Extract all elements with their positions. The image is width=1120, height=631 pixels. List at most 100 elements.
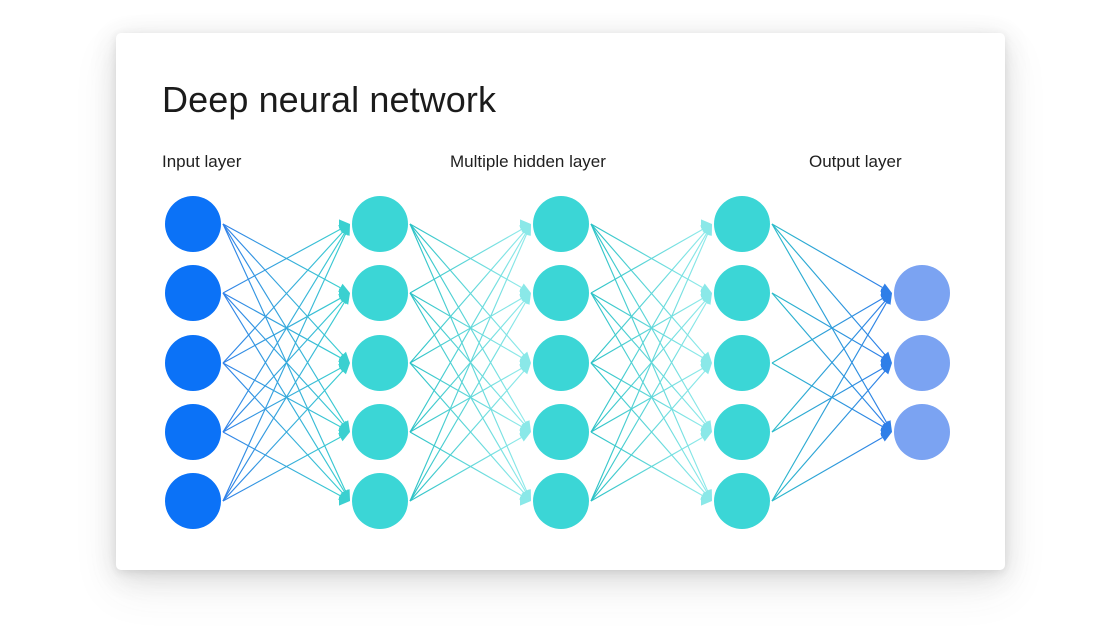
network-edge — [409, 302, 526, 502]
network-edge — [409, 370, 525, 502]
network-edge — [222, 370, 343, 502]
network-node-hidden-4 — [714, 404, 770, 460]
edge-arrowhead-icon — [339, 363, 350, 375]
network-node-hidden-5 — [714, 473, 770, 529]
network-edge — [409, 298, 522, 364]
layer-label-hidden: Multiple hidden layer — [450, 152, 606, 171]
network-edge — [409, 233, 526, 433]
network-edge — [409, 367, 522, 433]
edge-arrowhead-icon — [341, 224, 350, 236]
edge-arrowhead-icon — [700, 432, 712, 442]
network-node-hidden-1 — [352, 196, 408, 252]
network-edge — [590, 362, 703, 428]
network-node-input-3 — [165, 335, 221, 391]
network-edge — [222, 431, 341, 497]
network-edge — [222, 223, 341, 289]
network-node-hidden-3 — [533, 335, 589, 391]
network-edge — [590, 233, 707, 433]
network-edge — [409, 223, 525, 356]
edge-arrowhead-icon — [338, 432, 350, 442]
network-edge — [771, 223, 883, 289]
network-edge — [590, 228, 703, 294]
network-edge — [590, 233, 709, 502]
network-edge — [409, 292, 526, 492]
network-edge — [409, 292, 525, 425]
network-edge — [771, 292, 883, 358]
network-node-output-1 — [894, 265, 950, 321]
network-edge — [771, 298, 883, 364]
network-node-hidden-3 — [352, 335, 408, 391]
network-node-input-5 — [165, 473, 221, 529]
network-edge — [222, 231, 344, 364]
network-edge — [222, 223, 345, 423]
network-node-hidden-4 — [352, 404, 408, 460]
edge-arrowhead-icon — [520, 496, 531, 506]
network-edge — [222, 297, 341, 364]
network-edge — [409, 223, 526, 423]
network-edge — [590, 431, 703, 497]
network-edge — [590, 223, 706, 356]
network-edge — [590, 223, 707, 423]
network-edge — [409, 431, 522, 497]
network-edge — [409, 436, 522, 502]
network-edge — [222, 367, 341, 433]
network-node-hidden-1 — [714, 196, 770, 252]
network-edge — [222, 302, 345, 502]
edge-arrowhead-icon — [340, 293, 350, 305]
network-edge — [222, 228, 341, 294]
network-edge — [409, 223, 522, 289]
network-edge — [409, 292, 522, 358]
network-edge — [222, 362, 341, 428]
edges-group — [222, 219, 892, 506]
edge-arrowhead-icon — [520, 363, 531, 375]
nodes-group — [165, 196, 950, 529]
network-edge — [771, 302, 888, 502]
network-node-input-2 — [165, 265, 221, 321]
network-edge — [590, 223, 709, 492]
network-edge — [590, 292, 707, 492]
network-node-hidden-5 — [352, 473, 408, 529]
network-edge — [771, 223, 888, 423]
network-edge — [771, 370, 886, 502]
network-node-hidden-1 — [533, 196, 589, 252]
network-node-hidden-3 — [714, 335, 770, 391]
network-node-hidden-2 — [714, 265, 770, 321]
network-edge — [222, 362, 343, 494]
network-edge — [222, 223, 344, 356]
network-edge — [409, 362, 522, 428]
network-edge — [222, 233, 345, 433]
network-edge — [590, 292, 706, 425]
network-node-hidden-4 — [533, 404, 589, 460]
network-edge — [590, 300, 706, 433]
network-edge — [590, 292, 703, 358]
network-edge — [409, 300, 525, 433]
network-node-input-4 — [165, 404, 221, 460]
network-edge — [771, 292, 886, 425]
network-edge — [409, 233, 528, 502]
network-edge — [590, 370, 706, 502]
network-edge — [409, 223, 528, 492]
layer-label-output: Output layer — [809, 152, 902, 171]
network-edge — [409, 362, 525, 494]
edge-arrowhead-icon — [519, 432, 531, 442]
network-node-output-2 — [894, 335, 950, 391]
edge-arrowhead-icon — [522, 224, 531, 236]
network-node-input-1 — [165, 196, 221, 252]
network-edge — [222, 292, 344, 425]
edge-arrowhead-icon — [703, 224, 712, 236]
layer-label-input: Input layer — [162, 152, 242, 171]
network-edge — [590, 231, 706, 364]
network-edge — [771, 436, 883, 502]
network-node-hidden-5 — [533, 473, 589, 529]
edge-arrowhead-icon — [881, 363, 892, 375]
edge-arrowhead-icon — [882, 293, 892, 305]
network-edge — [771, 367, 883, 433]
network-edge — [590, 436, 703, 502]
network-edge — [222, 436, 341, 502]
network-edge — [590, 367, 703, 433]
network-edge — [409, 231, 525, 364]
network-edge — [590, 223, 703, 289]
edge-arrowhead-icon — [521, 293, 531, 305]
